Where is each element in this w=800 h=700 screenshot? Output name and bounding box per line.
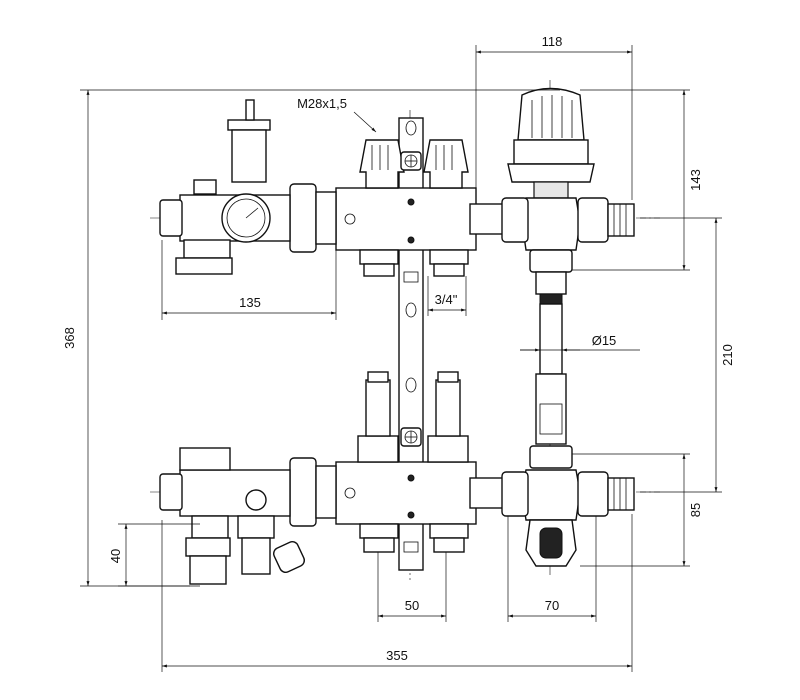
dim-135: 135 bbox=[239, 295, 261, 310]
dim-118: 118 bbox=[542, 34, 563, 49]
dim-40: 40 bbox=[108, 549, 123, 563]
dim-70: 70 bbox=[545, 598, 559, 613]
dim-outlet-thread: 3/4" bbox=[435, 292, 458, 307]
dim-pipe-diameter: Ø15 bbox=[592, 333, 617, 348]
lower-manifold bbox=[159, 371, 511, 585]
dim-143: 143 bbox=[688, 169, 703, 191]
dimensions: 118 368 143 210 85 135 3/4" bbox=[62, 34, 735, 672]
dim-50: 50 bbox=[405, 598, 419, 613]
dim-210: 210 bbox=[720, 344, 735, 366]
lower-mixing-valve bbox=[501, 469, 635, 567]
dim-valve-thread: M28x1,5 bbox=[297, 96, 347, 111]
dim-85: 85 bbox=[688, 503, 703, 517]
upper-manifold bbox=[159, 99, 511, 277]
upper-thermostatic-valve bbox=[501, 87, 635, 469]
dim-355: 355 bbox=[386, 648, 408, 663]
dim-368: 368 bbox=[62, 327, 77, 349]
